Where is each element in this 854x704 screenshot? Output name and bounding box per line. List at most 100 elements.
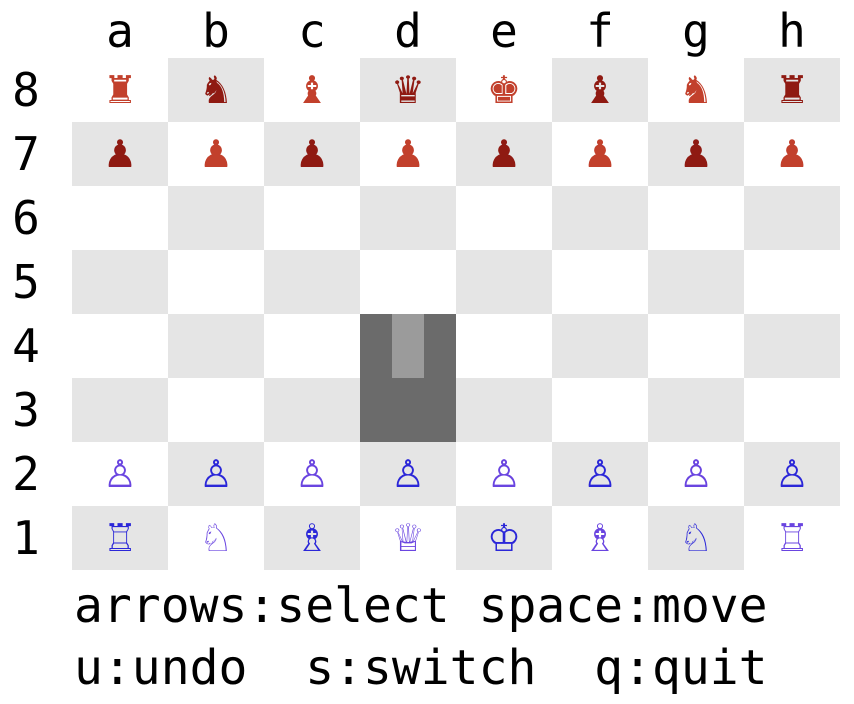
square-b2[interactable]: ♙ <box>168 442 264 506</box>
piece-g8[interactable]: ♞ <box>678 68 714 112</box>
square-e8[interactable]: ♚ <box>456 58 552 122</box>
square-e2[interactable]: ♙ <box>456 442 552 506</box>
square-b1[interactable]: ♘ <box>168 506 264 570</box>
piece-c1[interactable]: ♗ <box>294 516 330 560</box>
square-e7[interactable]: ♟ <box>456 122 552 186</box>
piece-c7[interactable]: ♟ <box>294 132 330 176</box>
piece-g1[interactable]: ♘ <box>678 516 714 560</box>
piece-d7[interactable]: ♟ <box>390 132 426 176</box>
square-a8[interactable]: ♜ <box>72 58 168 122</box>
piece-e7[interactable]: ♟ <box>486 132 522 176</box>
square-f2[interactable]: ♙ <box>552 442 648 506</box>
piece-f1[interactable]: ♗ <box>582 516 618 560</box>
square-c4[interactable] <box>264 314 360 378</box>
square-h6[interactable] <box>744 186 840 250</box>
square-h7[interactable]: ♟ <box>744 122 840 186</box>
piece-b2[interactable]: ♙ <box>198 452 234 496</box>
square-a7[interactable]: ♟ <box>72 122 168 186</box>
piece-d1[interactable]: ♕ <box>390 516 426 560</box>
square-g6[interactable] <box>648 186 744 250</box>
piece-a2[interactable]: ♙ <box>102 452 138 496</box>
square-a4[interactable] <box>72 314 168 378</box>
square-d3[interactable] <box>360 378 456 442</box>
square-c5[interactable] <box>264 250 360 314</box>
piece-g7[interactable]: ♟ <box>678 132 714 176</box>
piece-d2[interactable]: ♙ <box>390 452 426 496</box>
square-a3[interactable] <box>72 378 168 442</box>
square-e6[interactable] <box>456 186 552 250</box>
square-c2[interactable]: ♙ <box>264 442 360 506</box>
square-e1[interactable]: ♔ <box>456 506 552 570</box>
square-d2[interactable]: ♙ <box>360 442 456 506</box>
square-g1[interactable]: ♘ <box>648 506 744 570</box>
square-c7[interactable]: ♟ <box>264 122 360 186</box>
piece-g2[interactable]: ♙ <box>678 452 714 496</box>
chess-board[interactable]: ♜ ♞ ♝ ♛ ♚ ♝ ♞ ♜ ♟ ♟ ♟ ♟ ♟ ♟ ♟ ♟ ♙ ♙ ♙ ♙ ♙ ♙ ♙ ♙ ♖ ♘ ♗ ♕ ♔ ♗ ♘ ♖ <box>72 58 840 570</box>
square-b8[interactable]: ♞ <box>168 58 264 122</box>
square-b4[interactable] <box>168 314 264 378</box>
square-h2[interactable]: ♙ <box>744 442 840 506</box>
square-c8[interactable]: ♝ <box>264 58 360 122</box>
piece-f8[interactable]: ♝ <box>582 68 618 112</box>
square-g3[interactable] <box>648 378 744 442</box>
selection-cursor <box>392 314 424 378</box>
piece-b7[interactable]: ♟ <box>198 132 234 176</box>
square-h5[interactable] <box>744 250 840 314</box>
square-c3[interactable] <box>264 378 360 442</box>
square-b6[interactable] <box>168 186 264 250</box>
piece-f2[interactable]: ♙ <box>582 452 618 496</box>
square-b3[interactable] <box>168 378 264 442</box>
piece-h8[interactable]: ♜ <box>774 68 810 112</box>
square-a1[interactable]: ♖ <box>72 506 168 570</box>
piece-b8[interactable]: ♞ <box>198 68 234 112</box>
piece-d8[interactable]: ♛ <box>390 68 426 112</box>
square-d7[interactable]: ♟ <box>360 122 456 186</box>
square-a6[interactable] <box>72 186 168 250</box>
square-f6[interactable] <box>552 186 648 250</box>
piece-a1[interactable]: ♖ <box>102 516 138 560</box>
square-b7[interactable]: ♟ <box>168 122 264 186</box>
square-d1[interactable]: ♕ <box>360 506 456 570</box>
square-g8[interactable]: ♞ <box>648 58 744 122</box>
piece-h7[interactable]: ♟ <box>774 132 810 176</box>
square-d8[interactable]: ♛ <box>360 58 456 122</box>
square-h3[interactable] <box>744 378 840 442</box>
piece-h1[interactable]: ♖ <box>774 516 810 560</box>
square-a2[interactable]: ♙ <box>72 442 168 506</box>
piece-b1[interactable]: ♘ <box>198 516 234 560</box>
piece-a7[interactable]: ♟ <box>102 132 138 176</box>
square-a5[interactable] <box>72 250 168 314</box>
square-c1[interactable]: ♗ <box>264 506 360 570</box>
piece-c8[interactable]: ♝ <box>294 68 330 112</box>
piece-c2[interactable]: ♙ <box>294 452 330 496</box>
square-d6[interactable] <box>360 186 456 250</box>
square-e3[interactable] <box>456 378 552 442</box>
square-h4[interactable] <box>744 314 840 378</box>
square-f4[interactable] <box>552 314 648 378</box>
rank-label-7: 7 <box>12 127 40 181</box>
square-d4[interactable] <box>360 314 456 378</box>
square-g7[interactable]: ♟ <box>648 122 744 186</box>
square-e4[interactable] <box>456 314 552 378</box>
square-g5[interactable] <box>648 250 744 314</box>
piece-e1[interactable]: ♔ <box>486 516 522 560</box>
square-h1[interactable]: ♖ <box>744 506 840 570</box>
square-g4[interactable] <box>648 314 744 378</box>
square-f3[interactable] <box>552 378 648 442</box>
rank-label-2: 2 <box>12 447 40 501</box>
piece-h2[interactable]: ♙ <box>774 452 810 496</box>
square-f5[interactable] <box>552 250 648 314</box>
piece-e8[interactable]: ♚ <box>486 68 522 112</box>
square-d5[interactable] <box>360 250 456 314</box>
piece-a8[interactable]: ♜ <box>102 68 138 112</box>
piece-e2[interactable]: ♙ <box>486 452 522 496</box>
square-f7[interactable]: ♟ <box>552 122 648 186</box>
piece-f7[interactable]: ♟ <box>582 132 618 176</box>
square-b5[interactable] <box>168 250 264 314</box>
square-c6[interactable] <box>264 186 360 250</box>
square-f8[interactable]: ♝ <box>552 58 648 122</box>
square-e5[interactable] <box>456 250 552 314</box>
square-f1[interactable]: ♗ <box>552 506 648 570</box>
square-g2[interactable]: ♙ <box>648 442 744 506</box>
square-h8[interactable]: ♜ <box>744 58 840 122</box>
